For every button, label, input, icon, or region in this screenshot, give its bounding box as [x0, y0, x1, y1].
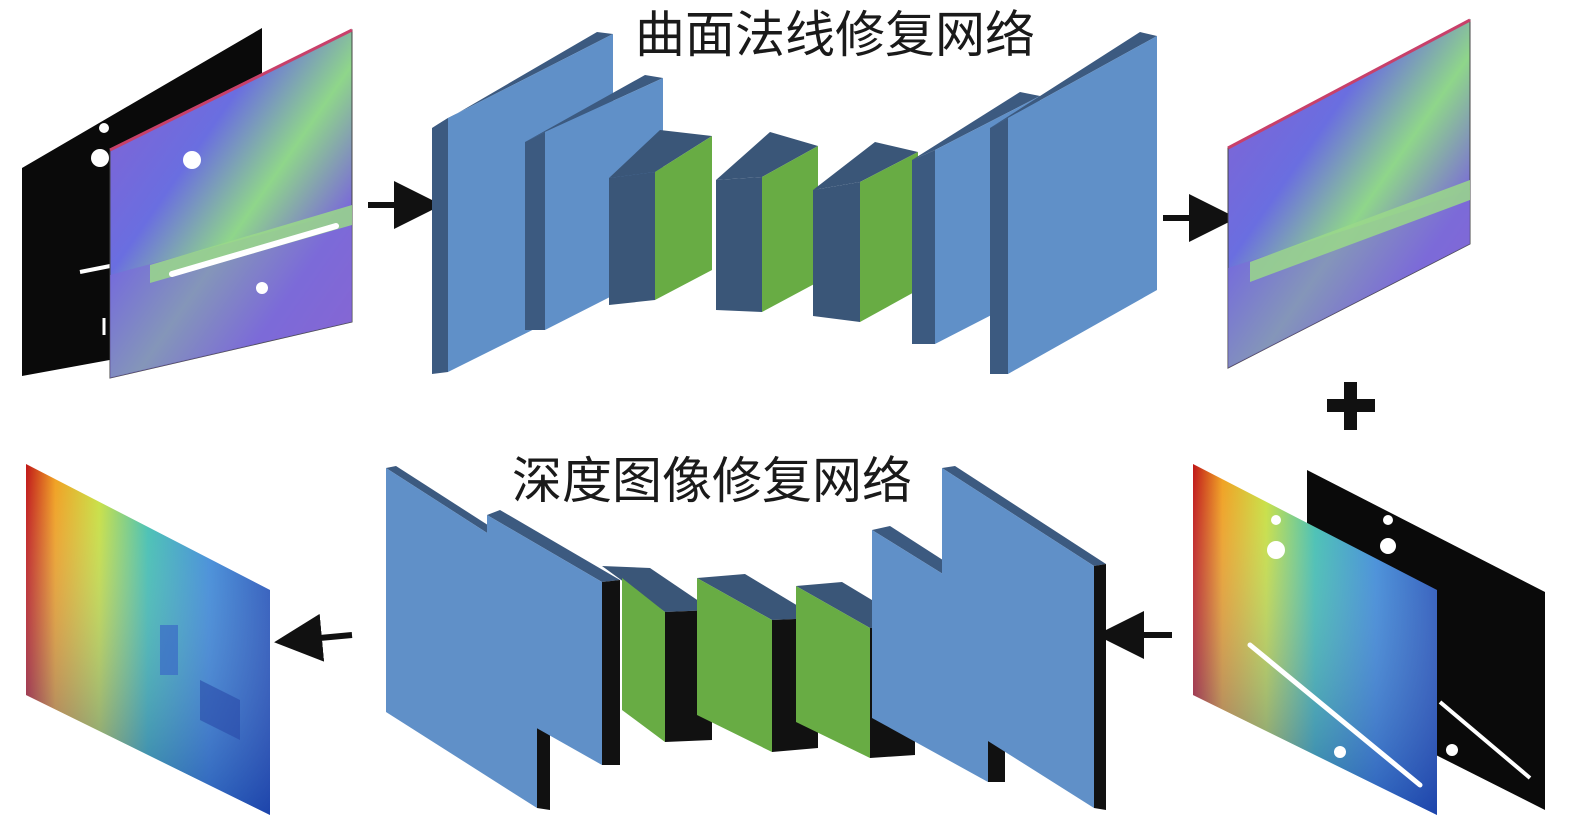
top-network-title: 曲面法线修复网络 [635, 6, 1035, 64]
top-bottleneck-3 [813, 142, 918, 322]
top-output-normal-map [1227, 18, 1471, 369]
combine-plus-icon [1327, 382, 1375, 430]
top-layer-7 [990, 32, 1157, 374]
top-bottleneck-2 [716, 132, 818, 312]
top-bottleneck-1 [609, 130, 712, 305]
bottom-network-title: 深度图像修复网络 [512, 452, 912, 510]
bottom-input-depth-map [1193, 464, 1437, 815]
bottom-output-depth-map [26, 464, 270, 815]
top-input-normal-map [109, 28, 353, 379]
bottom-layer-2 [487, 510, 620, 765]
bottom-layer-7 [942, 466, 1106, 810]
bottom-network [386, 466, 1106, 810]
bottom-arrow-out [274, 613, 353, 662]
top-network [432, 32, 1157, 374]
